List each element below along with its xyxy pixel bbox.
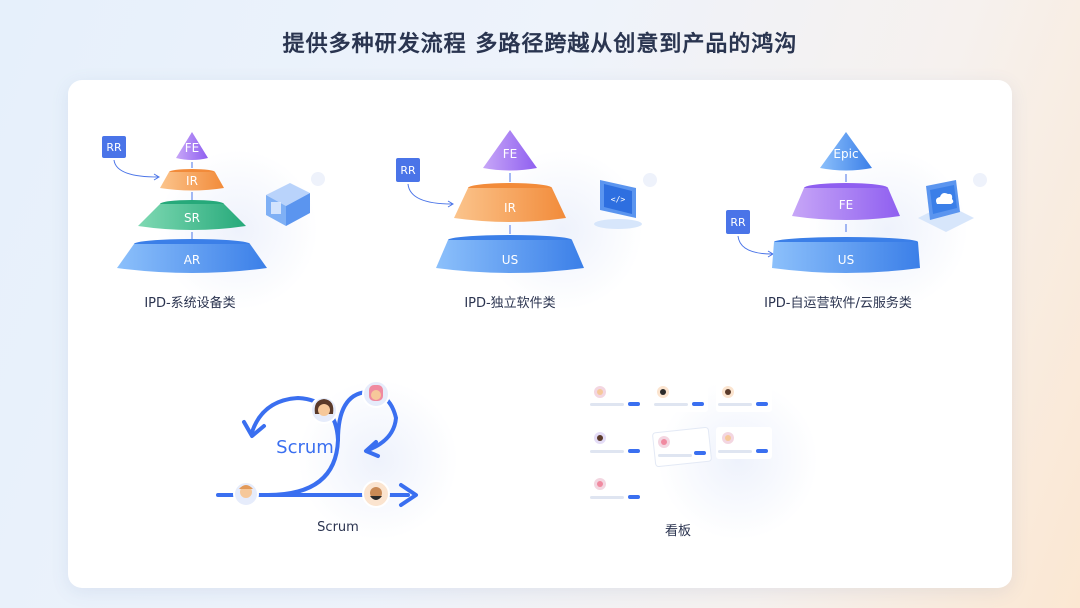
rr-label: RR [106,141,122,154]
svg-text:FE: FE [185,141,199,155]
cloud-box-icon [918,173,987,232]
kanban-card [588,474,644,506]
ipd-cloud-pyramid: RR Epic FE US [726,132,987,310]
tier-fe [176,132,208,160]
kanban-card [588,380,644,412]
avatar [233,481,259,507]
kanban-card [652,380,708,412]
kanban-card [716,380,772,412]
rr-box [102,136,126,158]
svg-text:US: US [838,253,854,267]
scrum-cycle: Scrum [216,380,458,540]
diagram-kanban: 看板 [578,370,838,550]
avatar [310,396,338,424]
ipd-software-pyramid: RR FE IR US </> [396,130,657,310]
halo [658,380,818,540]
svg-text:FE: FE [839,198,853,212]
diagram-ipd-cloud: RR Epic FE US IPD-自运营软件 [708,80,1012,330]
ipd-devices-pyramid: RR FE IR SR AR [102,132,325,310]
svg-text:US: US [502,253,518,267]
content-card: RR FE IR SR AR [68,80,1012,588]
svg-text:IR: IR [504,201,516,215]
svg-text:IR: IR [186,174,198,188]
tier-fe [792,188,900,220]
scrum-label: Scrum [276,437,334,458]
svg-text:AR: AR [184,253,201,267]
tier-us [436,240,584,273]
kanban-card [716,427,772,459]
tier-us [772,242,920,273]
caption-ipd-devices: IPD-系统设备类 [144,296,236,311]
svg-text:SR: SR [184,211,200,225]
rr-box [396,158,420,182]
halo [483,150,643,310]
svg-text:RR: RR [730,216,746,229]
server-box-icon [266,172,325,226]
rr-arrow [407,183,453,205]
rr-box [726,210,750,234]
code-monitor-icon: </> [594,173,657,229]
caption-kanban: 看板 [664,524,691,539]
tier-sr [138,204,246,230]
svg-text:Epic: Epic [833,147,858,161]
kanban-card [588,427,644,459]
caption-ipd-software: IPD-独立软件类 [464,296,556,311]
tier-ar [117,244,267,273]
svg-text:RR: RR [400,164,416,177]
tier-epic [820,132,872,171]
tier-fe [483,130,537,171]
page-title: 提供多种研发流程 多路径跨越从创意到产品的鸿沟 [282,32,798,57]
avatar [362,380,390,408]
caption-ipd-cloud: IPD-自运营软件/云服务类 [764,296,912,311]
avatar [362,480,390,508]
kanban-card-dragging [652,426,712,468]
tier-ir [454,188,566,222]
diagram-ipd-devices: RR FE IR SR AR [68,80,368,330]
caption-scrum: Scrum [317,520,359,535]
svg-text:</>: </> [611,195,626,204]
diagram-scrum: Scrum Scrum [208,370,468,550]
diagram-ipd-software: RR FE IR US </> IPD-独立软件 [388,80,688,330]
tier-ir [160,172,224,191]
svg-text:FE: FE [503,147,517,161]
rr-arrow [113,159,159,178]
scrum-arrowhead [399,483,418,507]
kanban-board [588,380,818,540]
rr-arrow [737,235,773,255]
